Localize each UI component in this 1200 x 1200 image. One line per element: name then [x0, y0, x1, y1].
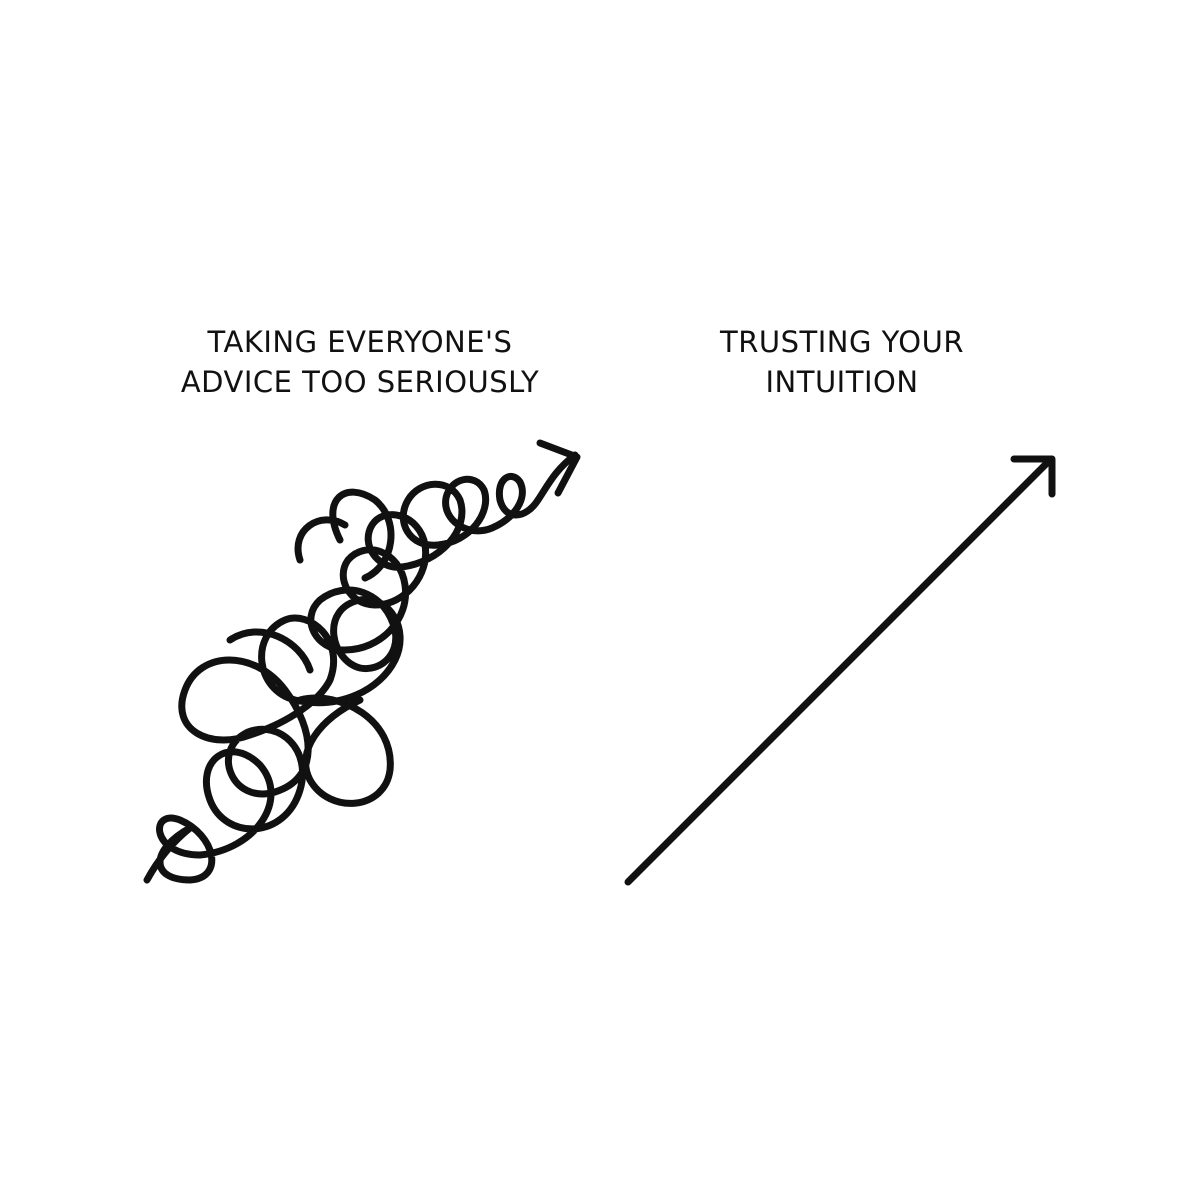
- right-caption-line-1: TRUSTING YOUR: [720, 325, 964, 359]
- left-caption-line-1: TAKING EVERYONE'S: [207, 325, 513, 359]
- tangled-scribble-path: [143, 451, 579, 884]
- tangled-scribble-loops: [226, 488, 395, 807]
- left-panel-caption: TAKING EVERYONE'S ADVICE TOO SERIOUSLY: [160, 322, 560, 402]
- straight-arrow-shaft: [624, 456, 1054, 886]
- right-caption-line-2: INTUITION: [765, 365, 919, 399]
- straight-arrowhead: [1010, 455, 1056, 498]
- straight-arrow: [624, 455, 1056, 886]
- right-panel-caption: TRUSTING YOUR INTUITION: [642, 322, 1042, 402]
- tangled-arrow: [143, 439, 581, 884]
- tangled-arrowhead: [536, 439, 581, 497]
- left-caption-line-2: ADVICE TOO SERIOUSLY: [180, 365, 540, 399]
